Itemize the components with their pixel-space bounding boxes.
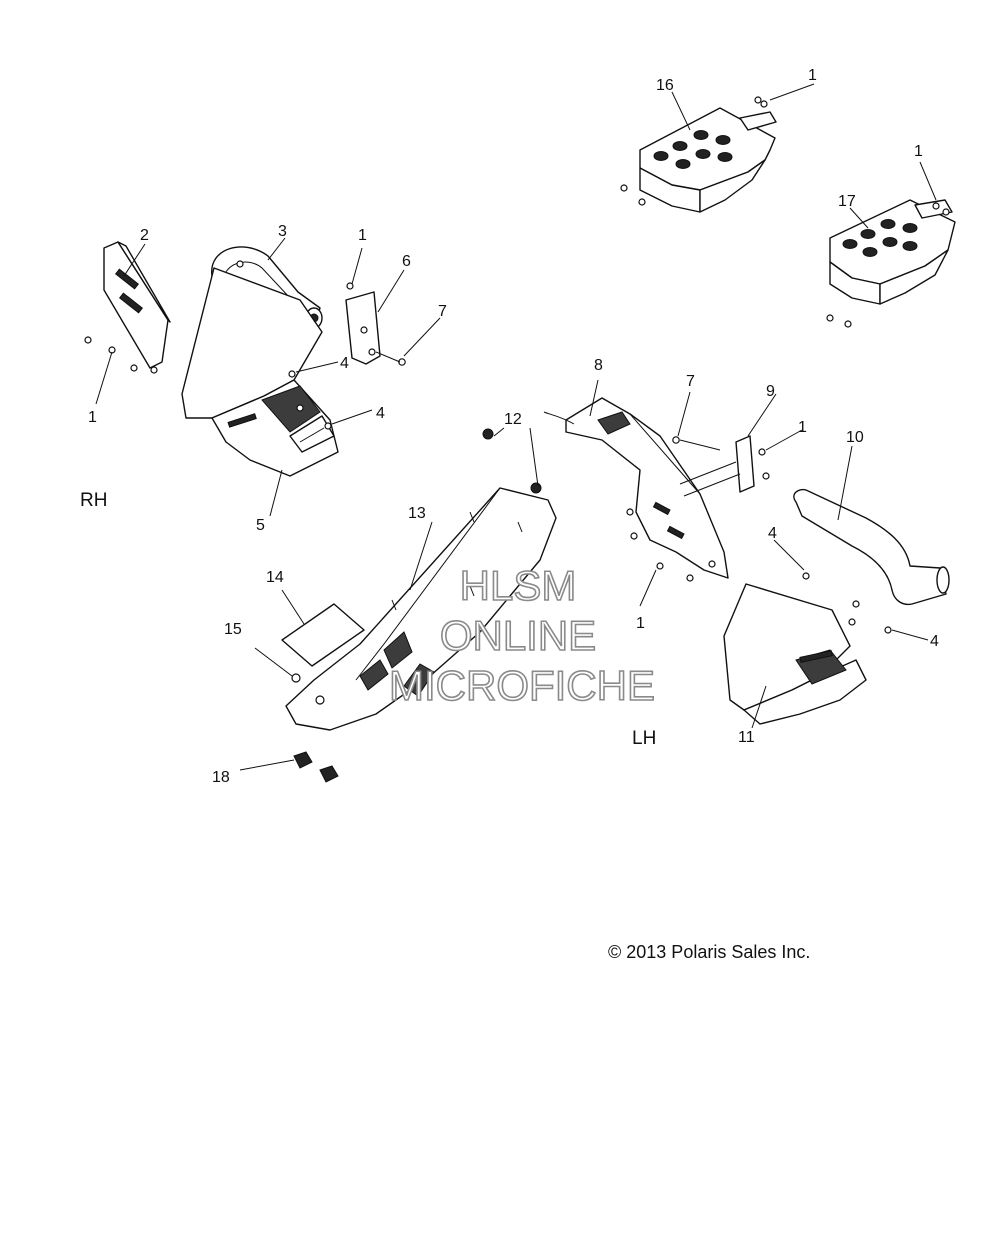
part-16-heat-shield-plate <box>620 83 815 213</box>
part-14-decal <box>281 589 365 667</box>
watermark: HLSM ONLINE MICROFICHE <box>388 561 656 710</box>
callout-1: 1 <box>914 143 923 160</box>
callout-14: 14 <box>266 569 284 586</box>
part-2-rh-bracket <box>84 241 171 405</box>
part-10-lh-exhaust-pipe <box>793 445 950 606</box>
callout-10: 10 <box>846 429 864 446</box>
part-5-rh-heat-shield <box>181 260 373 517</box>
callout-1: 1 <box>88 409 97 426</box>
callout-8: 8 <box>594 357 603 374</box>
callout-4: 4 <box>930 633 939 650</box>
callout-4: 4 <box>768 525 777 542</box>
part-17-heat-shield-plate <box>826 161 956 328</box>
watermark-line-3: MICROFICHE <box>389 662 655 709</box>
callout-12: 12 <box>504 411 522 428</box>
part-9-lh-pipe-bracket <box>672 391 803 497</box>
callout-6: 6 <box>402 253 411 270</box>
callout-7: 7 <box>438 303 447 320</box>
callout-1: 1 <box>636 615 645 632</box>
rh-side-label: RH <box>80 490 107 511</box>
callout-7: 7 <box>686 373 695 390</box>
callout-1: 1 <box>808 67 817 84</box>
callout-1: 1 <box>358 227 367 244</box>
callout-5: 5 <box>256 517 265 534</box>
callout-16: 16 <box>656 77 674 94</box>
callout-18: 18 <box>212 769 230 786</box>
callout-13: 13 <box>408 505 426 522</box>
callout-numbers: 1 1 1 1 1 1 2 3 4 4 4 4 5 6 7 7 8 9 10 1… <box>88 67 939 786</box>
callout-4: 4 <box>376 405 385 422</box>
part-13-skid-plate <box>239 427 557 783</box>
callout-3: 3 <box>278 223 287 240</box>
callout-15: 15 <box>224 621 242 638</box>
watermark-line-2: ONLINE <box>440 612 596 659</box>
watermark-line-1: HLSM <box>460 562 577 609</box>
callout-9: 9 <box>766 383 775 400</box>
copyright-notice: © 2013 Polaris Sales Inc. <box>608 942 810 962</box>
callout-4: 4 <box>340 355 349 372</box>
callout-17: 17 <box>838 193 856 210</box>
callout-2: 2 <box>140 227 149 244</box>
callout-1: 1 <box>798 419 807 436</box>
callout-11: 11 <box>738 729 755 746</box>
part-11-lh-heat-shield <box>723 539 929 729</box>
lh-side-label: LH <box>632 728 656 749</box>
part-8-lh-heat-shield <box>543 379 729 607</box>
part-6-rh-pipe-bracket <box>345 247 441 366</box>
